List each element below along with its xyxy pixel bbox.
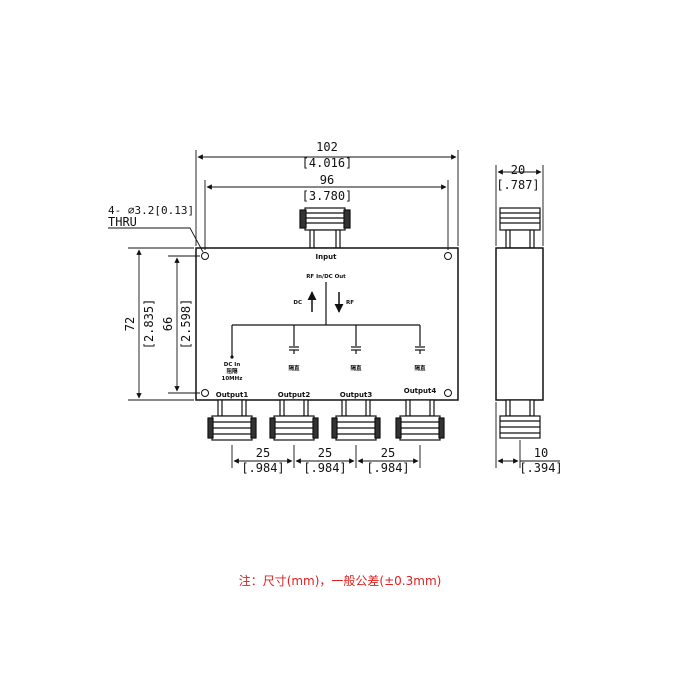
- hole-callout: 4- ⌀3.2[0.13]: [108, 204, 194, 217]
- input-connector: [299, 207, 351, 249]
- dc-in-node: [230, 355, 234, 359]
- output-connector-3: [331, 399, 381, 441]
- pitch-1-mm: 25: [256, 446, 270, 460]
- side-dimension-lines: [495, 165, 560, 468]
- hole-spacing-in: [3.780]: [302, 189, 353, 203]
- hole-height-mm: 66: [161, 317, 175, 331]
- side-offset-mm: 10: [534, 446, 548, 460]
- side-view: [495, 207, 544, 439]
- rf-label: RF: [346, 300, 354, 306]
- overall-width-in: [4.016]: [302, 156, 353, 170]
- hole-height-in: [2.598]: [179, 299, 193, 350]
- mounting-hole-top-left: [201, 252, 209, 260]
- dc-label: DC: [293, 300, 302, 306]
- dc-in-label: DC In: [224, 362, 241, 368]
- overall-width-mm: 102: [316, 140, 338, 154]
- hole-spacing-mm: 96: [320, 173, 334, 187]
- pitch-1-in: [.984]: [241, 461, 284, 475]
- output-connector-1: [207, 399, 257, 441]
- output-connector-2: [269, 399, 319, 441]
- hole-callout-thru: THRU: [108, 215, 137, 229]
- cap-label-2: 隔直: [350, 364, 362, 372]
- schematic-lines: [231, 282, 425, 356]
- rf-dc-out-label: RF In/DC Out: [306, 274, 346, 280]
- output-connector-4: [395, 399, 445, 441]
- side-depth-mm: 20: [511, 163, 525, 177]
- splitter-body: [195, 247, 459, 401]
- tolerance-note: 注：尺寸(mm)，一般公差(±0.3mm): [238, 574, 442, 588]
- mounting-hole-top-right: [444, 252, 452, 260]
- mounting-hole-bottom-right: [444, 389, 452, 397]
- input-label: Input: [316, 253, 338, 261]
- pitch-2-mm: 25: [318, 446, 332, 460]
- dimension-lines: [108, 150, 459, 468]
- cap-label-1: 隔直: [288, 364, 300, 372]
- dc-in-label-2: 阻隔: [226, 367, 238, 375]
- dc-in-label-3: 10MHz: [222, 376, 243, 382]
- mounting-hole-bottom-left: [201, 389, 209, 397]
- output-3-label: Output3: [340, 391, 373, 399]
- output-2-label: Output2: [278, 391, 311, 399]
- pitch-3-in: [.984]: [366, 461, 409, 475]
- output-4-label: Output4: [404, 387, 437, 395]
- overall-height-mm: 72: [123, 317, 137, 331]
- side-offset-in: [.394]: [519, 461, 562, 475]
- output-1-label: Output1: [216, 391, 249, 399]
- overall-height-in: [2.835]: [142, 299, 156, 350]
- pitch-2-in: [.984]: [303, 461, 346, 475]
- side-depth-in: [.787]: [496, 178, 539, 192]
- pitch-3-mm: 25: [381, 446, 395, 460]
- cap-label-3: 隔直: [414, 364, 426, 372]
- output-connectors: [207, 399, 445, 441]
